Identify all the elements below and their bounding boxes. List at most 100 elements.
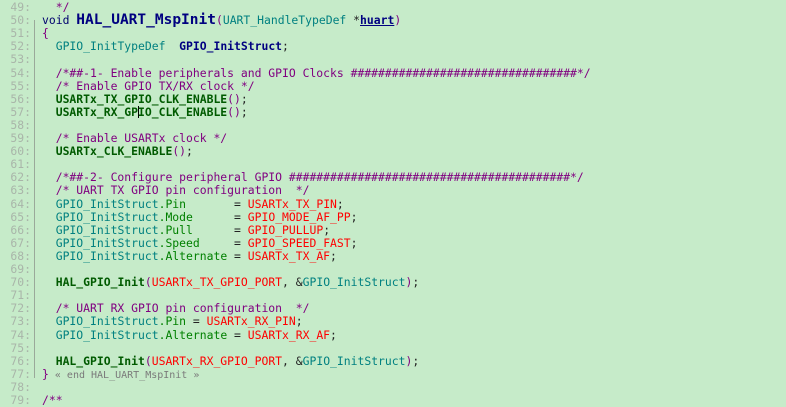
token-type: GPIO_InitStruct	[55, 327, 159, 342]
code-line[interactable]: 68: GPIO_InitStruct.Alternate = USARTx_T…	[0, 248, 786, 263]
token-field: .Pin	[158, 314, 187, 329]
code-line[interactable]: 65: GPIO_InitStruct.Mode = GPIO_MODE_AF_…	[0, 209, 786, 224]
line-number: 75:	[10, 340, 31, 355]
token-punct	[42, 236, 56, 250]
line-number: 59:	[10, 131, 31, 145]
token-punct: ;	[330, 248, 337, 263]
code-line[interactable]: 70: HAL_GPIO_Init(USARTx_TX_GPIO_PORT, &…	[0, 276, 786, 289]
token-punct: ;	[186, 144, 193, 159]
code-line[interactable]: 49: */	[0, 1, 786, 14]
line-code: } « end HAL_UART_MspInit »	[42, 367, 199, 382]
token-punct: ;	[295, 314, 303, 329]
line-number: 49:	[10, 0, 31, 14]
token-macro: IO_CLK_ENABLE	[138, 104, 228, 119]
code-line[interactable]: 58:	[0, 118, 786, 132]
token-paren: (	[144, 275, 152, 290]
token-field: .Pull	[158, 222, 193, 237]
line-code: /*##-2- Configure peripheral GPIO ######…	[42, 171, 584, 184]
token-field: .Alternate	[158, 327, 228, 342]
token-field: .Pin	[158, 196, 187, 211]
code-line[interactable]: 52: GPIO_InitTypeDef GPIO_InitStruct;	[0, 40, 786, 53]
line-number: 66:	[10, 222, 31, 237]
code-line[interactable]: 61:	[0, 158, 786, 171]
line-number: 51:	[10, 26, 31, 41]
code-line[interactable]: 73: GPIO_InitStruct.Pin = USARTx_RX_PIN;	[0, 315, 786, 328]
code-line[interactable]: 57: USARTx_RX_GPIO_CLK_ENABLE();	[0, 104, 786, 119]
line-code: GPIO_InitStruct.Pin = USARTx_RX_PIN;	[42, 315, 303, 328]
line-code: GPIO_InitStruct.Alternate = USARTx_TX_AF…	[42, 248, 337, 263]
code-line[interactable]: 79:/**	[0, 394, 786, 407]
token-punct: =	[192, 209, 248, 224]
code-line[interactable]: 53:	[0, 53, 786, 66]
code-line[interactable]: 66: GPIO_InitStruct.Pull = GPIO_PULLUP;	[0, 222, 786, 237]
token-punct: *	[346, 13, 361, 28]
token-paren: ()	[227, 104, 241, 119]
line-number: 53:	[10, 52, 31, 67]
token-punct	[42, 144, 56, 158]
code-line[interactable]: 71:	[0, 289, 786, 302]
fold-range-line	[34, 20, 35, 378]
code-line[interactable]: 69:	[0, 263, 786, 276]
token-paren: ()	[227, 91, 241, 106]
line-code: void HAL_UART_MspInit(UART_HandleTypeDef…	[42, 12, 401, 29]
code-line[interactable]: 78:	[0, 380, 786, 394]
token-punct: ;	[323, 222, 331, 237]
token-punct: ;	[350, 209, 358, 224]
token-comment: /* UART TX GPIO pin configuration */	[42, 183, 310, 198]
token-punct	[42, 249, 56, 263]
token-punct: ;	[336, 196, 344, 211]
token-punct: =	[192, 222, 248, 237]
code-line[interactable]: 76: HAL_GPIO_Init(USARTx_RX_GPIO_PORT, &…	[0, 353, 786, 368]
line-number: 64:	[10, 196, 31, 211]
code-line[interactable]: 51:{	[0, 27, 786, 40]
line-code: /* UART TX GPIO pin configuration */	[42, 183, 310, 198]
line-code: GPIO_InitStruct.Pin = USARTx_TX_PIN;	[42, 196, 344, 211]
line-number: 68:	[10, 248, 31, 263]
token-macro: USARTx_TX_GPIO_CLK_ENABLE	[55, 91, 228, 106]
line-number: 65:	[10, 209, 31, 224]
token-fndef: HAL_UART_MspInit	[76, 12, 216, 29]
token-param: huart	[360, 13, 395, 28]
token-punct	[42, 275, 56, 289]
code-line[interactable]: 50:void HAL_UART_MspInit(UART_HandleType…	[0, 12, 786, 29]
line-code: GPIO_InitStruct.Mode = GPIO_MODE_AF_PP;	[42, 209, 358, 224]
line-number: 79:	[10, 393, 31, 407]
code-line[interactable]: 55: /* Enable GPIO TX/RX clock */	[0, 79, 786, 93]
token-punct: =	[227, 248, 248, 263]
line-number: 54:	[10, 65, 31, 80]
line-number: 61:	[10, 157, 31, 172]
line-code: GPIO_InitTypeDef GPIO_InitStruct;	[42, 40, 289, 53]
code-line[interactable]: 74: GPIO_InitStruct.Alternate = USARTx_R…	[0, 327, 786, 342]
token-paren: )	[405, 353, 413, 368]
code-line[interactable]: 60: USARTx_CLK_ENABLE();	[0, 145, 786, 158]
line-number: 70:	[10, 275, 31, 290]
code-line[interactable]: 64: GPIO_InitStruct.Pin = USARTx_TX_PIN;	[0, 196, 786, 211]
token-comment: /*##-1- Enable peripherals and GPIO Cloc…	[42, 65, 591, 80]
token-const: USARTx_TX_PIN	[247, 196, 337, 211]
token-punct: ;	[412, 275, 420, 290]
token-type: GPIO_InitStruct	[302, 353, 406, 368]
code-line[interactable]: 72: /* UART RX GPIO pin configuration */	[0, 302, 786, 315]
token-const: GPIO_SPEED_FAST	[247, 235, 351, 250]
token-punct: ;	[282, 39, 289, 54]
code-line[interactable]: 77:} « end HAL_UART_MspInit »	[0, 367, 786, 382]
token-var: GPIO_InitStruct	[179, 39, 283, 54]
code-line[interactable]: 59: /* Enable USARTx clock */	[0, 132, 786, 145]
line-code: USARTx_TX_GPIO_CLK_ENABLE();	[42, 91, 248, 106]
line-code: GPIO_InitStruct.Speed = GPIO_SPEED_FAST;	[42, 235, 358, 250]
code-line[interactable]: 67: GPIO_InitStruct.Speed = GPIO_SPEED_F…	[0, 235, 786, 250]
token-macro: HAL_GPIO_Init	[55, 275, 145, 290]
token-macro: USARTx_RX_GP	[55, 104, 139, 119]
code-line[interactable]: 56: USARTx_TX_GPIO_CLK_ENABLE();	[0, 91, 786, 106]
code-line[interactable]: 62: /*##-2- Configure peripheral GPIO ##…	[0, 171, 786, 184]
token-type: GPIO_InitStruct	[55, 196, 159, 211]
token-type: GPIO_InitStruct	[55, 235, 159, 250]
line-number: 71:	[10, 288, 31, 303]
token-punct	[42, 210, 56, 224]
token-macro: USARTx_CLK_ENABLE	[55, 144, 173, 159]
token-punct: =	[227, 327, 248, 342]
code-line[interactable]: 75:	[0, 340, 786, 355]
code-line[interactable]: 63: /* UART TX GPIO pin configuration */	[0, 184, 786, 197]
code-line[interactable]: 54: /*##-1- Enable peripherals and GPIO …	[0, 65, 786, 80]
